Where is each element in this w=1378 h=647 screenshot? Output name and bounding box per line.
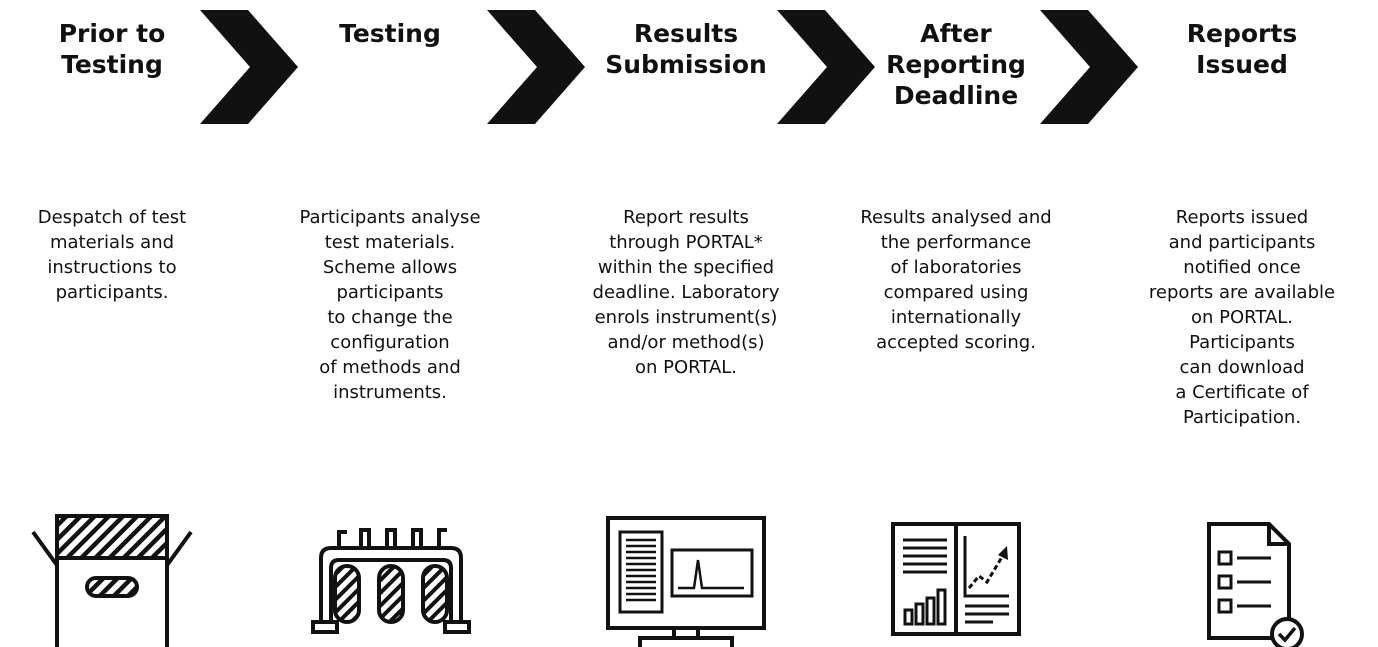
chevron-arrow-4	[1040, 10, 1138, 124]
chevron-arrow-1	[200, 10, 298, 124]
step-title: Prior to Testing	[58, 19, 166, 79]
monitor-icon	[556, 510, 816, 647]
step-description: Report results through PORTAL* within th…	[592, 207, 780, 378]
step-description: Reports issued and participants notified…	[1148, 207, 1336, 428]
step-description: Participants analyse test materials. Sch…	[299, 207, 481, 403]
report-charts-icon	[826, 510, 1086, 647]
step-prior-to-testing: Prior to Testing Despatch of test materi…	[0, 0, 242, 647]
test-tubes-icon	[260, 510, 520, 647]
step-title: Reports Issued	[1186, 19, 1298, 79]
certificate-document-icon	[1112, 510, 1372, 647]
step-description: Results analysed and the performance of …	[860, 207, 1052, 353]
chevron-arrow-2	[487, 10, 585, 124]
step-title: After Reporting Deadline	[886, 19, 1026, 110]
chevron-arrow-3	[777, 10, 875, 124]
step-description: Despatch of test materials and instructi…	[37, 207, 187, 303]
step-title: Results Submission	[605, 19, 767, 79]
step-results-submission: Results Submission Report results throug…	[556, 0, 816, 647]
step-title: Testing	[339, 19, 441, 48]
step-after-reporting-deadline: After Reporting Deadline Results analyse…	[826, 0, 1086, 647]
step-testing: Testing Participants analyse test materi…	[260, 0, 520, 647]
box-icon	[0, 510, 242, 647]
step-reports-issued: Reports Issued Reports issued and partic…	[1112, 0, 1372, 647]
